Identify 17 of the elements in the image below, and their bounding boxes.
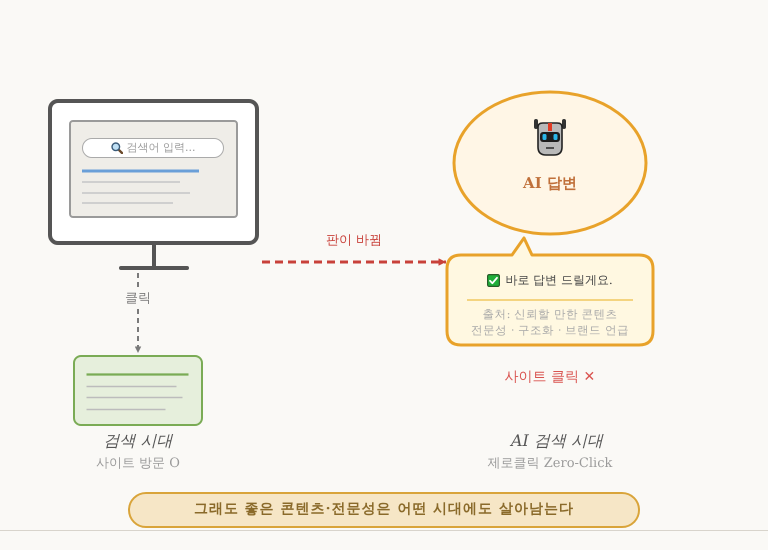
answer-ellipse: [451, 89, 649, 237]
status-note: 사이트 클릭 ✕: [504, 369, 596, 386]
source-text: 전문성 · 구조화 · 브랜드 언급: [471, 323, 629, 338]
message-banner: 그래도 좋은 콘텐츠·전문성은 어떤 시대에도 살아남는다: [128, 492, 640, 528]
source-text: 출처: 신뢰할 만한 콘텐츠: [482, 307, 618, 322]
web-page-card: [73, 355, 203, 426]
era-title: 검색 시대: [103, 431, 173, 451]
era-subtitle: 사이트 방문 O: [96, 456, 180, 472]
era-title: AI 검색 시대: [510, 431, 604, 451]
speech-bubble: [445, 236, 655, 347]
arrow: [262, 258, 446, 266]
answer-title: AI 답변: [523, 174, 577, 193]
answer-text: 바로 답변 드릴게요.: [505, 273, 613, 288]
placeholder-text: 검색어 입력...: [126, 141, 196, 155]
era-subtitle: 제로클릭 Zero-Click: [488, 456, 612, 472]
search-field: [82, 138, 224, 158]
monitor-illustration: [48, 99, 260, 271]
